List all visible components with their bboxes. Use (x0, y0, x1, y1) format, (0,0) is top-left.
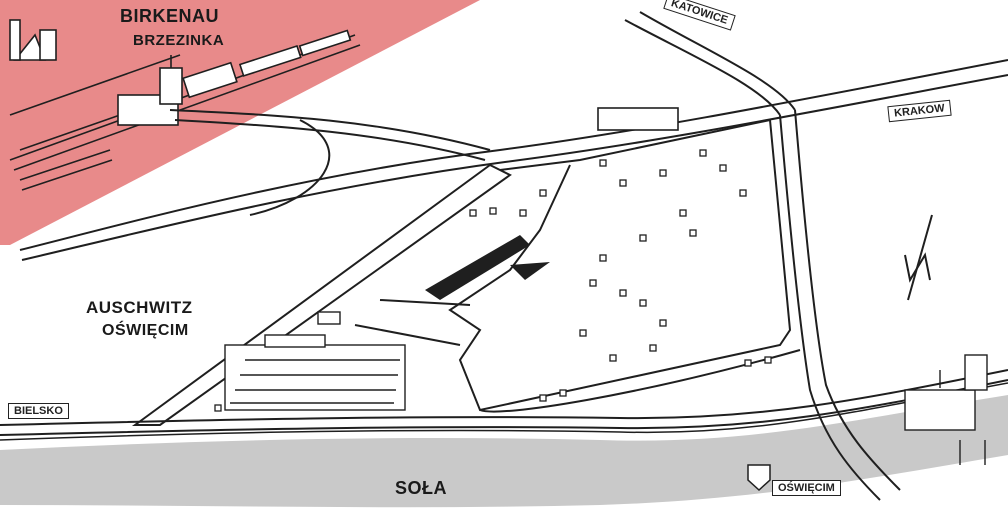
birkenau-zone (0, 0, 480, 245)
coat-of-arms-icon (747, 464, 771, 492)
auschwitz-label: AUSCHWITZ (86, 298, 193, 317)
station-building (597, 107, 679, 131)
auschwitz-i-barracks (224, 311, 406, 411)
brzezinka-label: BRZEZINKA (133, 32, 225, 49)
bielsko-sign: BIELSKO (8, 403, 69, 419)
north-arrow-icon (904, 214, 933, 301)
birkenau-camp-sketch (9, 19, 361, 191)
small-buildings (214, 149, 772, 412)
sola-river-label: SOŁA (395, 478, 448, 498)
roads (0, 11, 1008, 501)
auschwitz-area (131, 118, 801, 426)
oswiecim-town-sign: OŚWIĘCIM (772, 480, 841, 496)
birkenau-label: BIRKENAU (120, 6, 220, 26)
barrack-block-dark (425, 235, 550, 300)
oswiecim-town (904, 354, 988, 465)
oswiecim-label: OŚWIĘCIM (102, 322, 189, 339)
